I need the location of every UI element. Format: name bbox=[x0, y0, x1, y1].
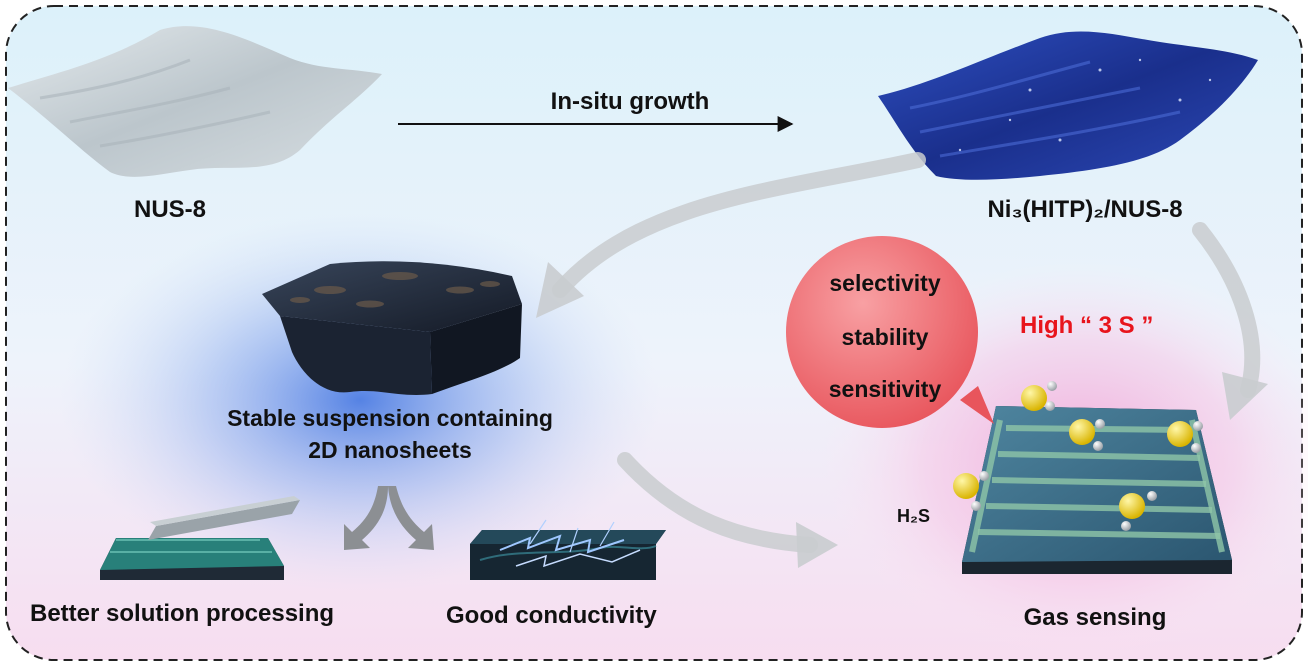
arrow-label: In-situ growth bbox=[550, 88, 710, 115]
h2s-molecule bbox=[1119, 491, 1157, 531]
h2s-molecule bbox=[1069, 419, 1105, 451]
nus8-label: NUS-8 bbox=[133, 196, 206, 223]
bubble-item-selectivity: selectivity bbox=[829, 270, 941, 296]
bubble-item-stability: stability bbox=[841, 324, 929, 350]
h2s-molecule bbox=[953, 471, 989, 511]
h2s-label: H₂S bbox=[897, 506, 931, 526]
sensor-chip bbox=[962, 406, 1232, 574]
composite-sheet bbox=[878, 31, 1258, 180]
high-3s-label: High “ 3 S ” bbox=[1020, 312, 1154, 339]
h2s-molecule bbox=[1021, 381, 1057, 411]
processing-illustration bbox=[100, 496, 300, 580]
bubble-item-sensitivity: sensitivity bbox=[828, 376, 942, 402]
suspension-label-line1: Stable suspension containing bbox=[227, 405, 553, 431]
suspension-label-line2: 2D nanosheets bbox=[308, 437, 472, 463]
processing-label: Better solution processing bbox=[30, 600, 335, 627]
curved-arrow-heads bbox=[536, 262, 1268, 568]
h2s-molecule bbox=[1167, 421, 1203, 453]
composite-label: Ni₃(HITP)₂/NUS-8 bbox=[987, 196, 1183, 223]
conductivity-block bbox=[470, 519, 666, 580]
nus8-sheet bbox=[8, 26, 382, 177]
split-arrows bbox=[344, 486, 434, 550]
suspension-label: Stable suspension containing 2D nanoshee… bbox=[150, 402, 630, 466]
curved-arrows bbox=[552, 152, 1261, 553]
nanosheet-block bbox=[262, 261, 522, 395]
h2s-molecules bbox=[953, 381, 1203, 531]
properties-bubble bbox=[786, 236, 994, 428]
conductivity-label: Good conductivity bbox=[446, 602, 657, 629]
gas-sensing-label: Gas sensing bbox=[1023, 604, 1167, 631]
